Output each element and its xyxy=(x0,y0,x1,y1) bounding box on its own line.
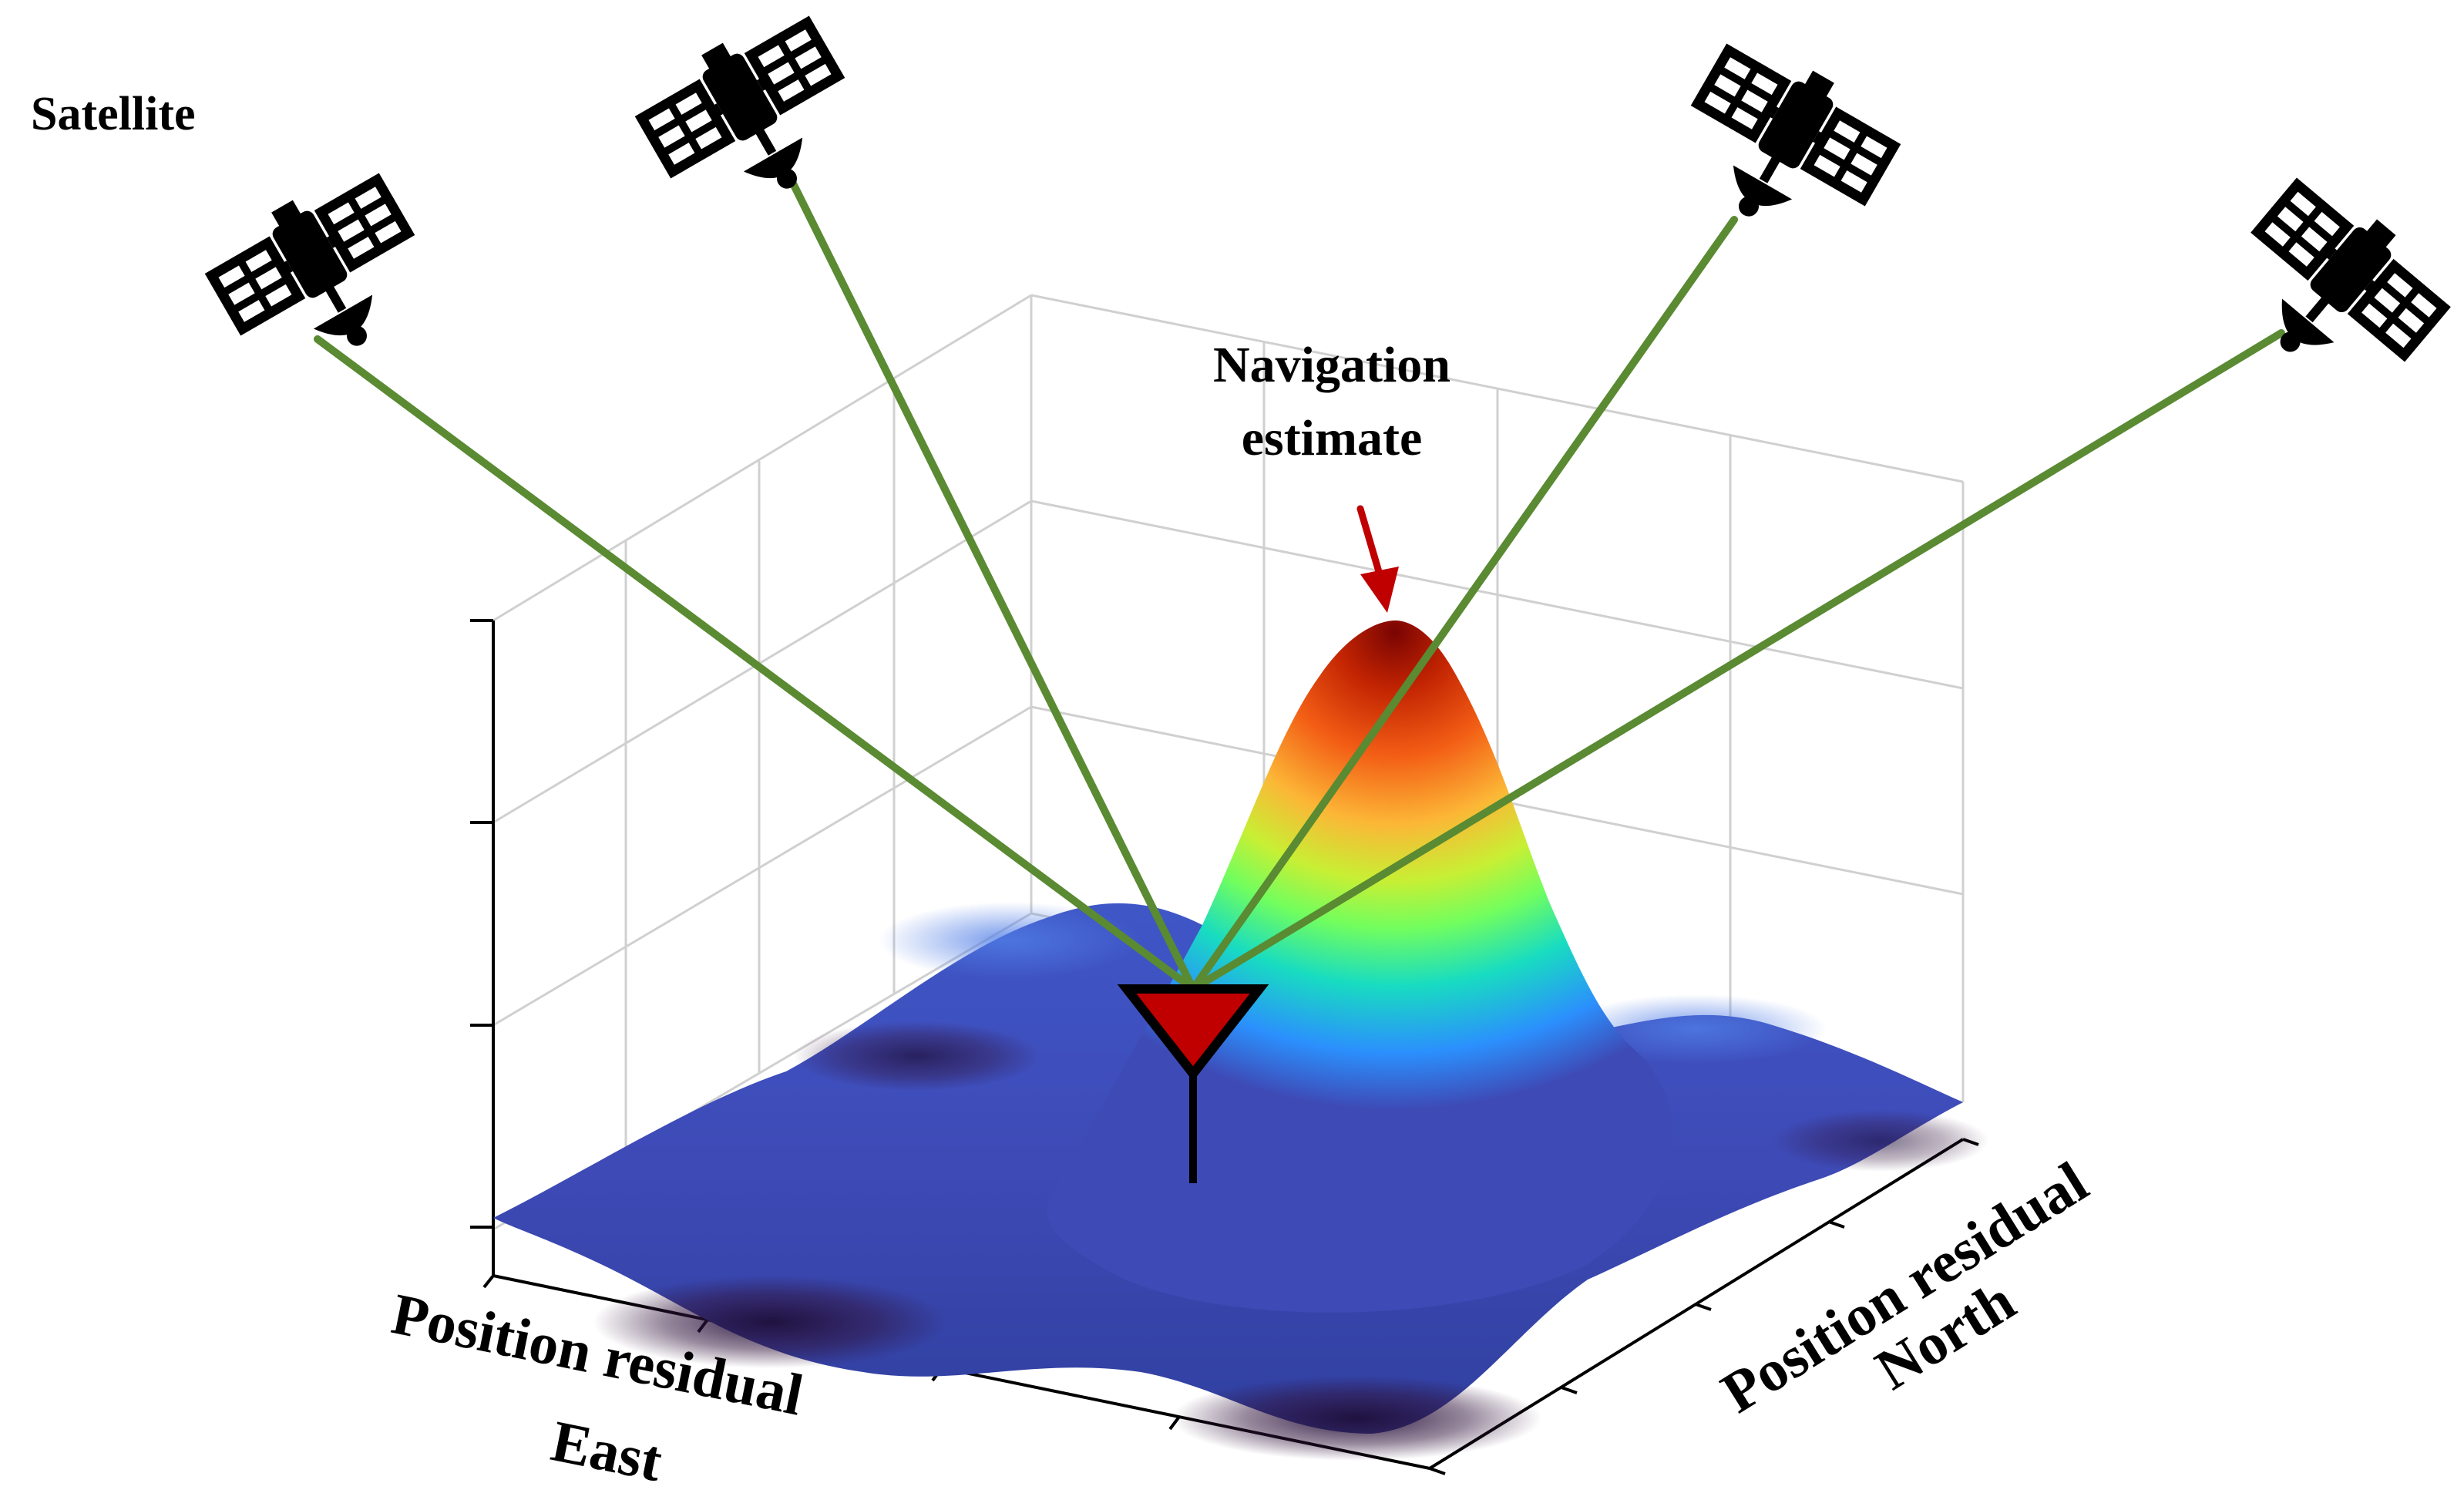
navigation-estimate-label-line1: Navigation xyxy=(1213,337,1450,393)
satellite-label: Satellite xyxy=(31,88,196,140)
red-arrow-icon xyxy=(1356,505,1399,613)
link-line-4 xyxy=(1189,329,2285,993)
satellite-icon xyxy=(630,2,875,235)
navigation-estimate-label-line2: estimate xyxy=(1242,410,1423,466)
link-line-1 xyxy=(314,335,1197,993)
east-axis-label-line2: East xyxy=(546,1408,667,1494)
antenna-receiver-icon xyxy=(1117,984,1269,1183)
likelihood-surface xyxy=(493,621,1988,1461)
satellite-icon xyxy=(1661,29,1906,263)
satellite-links xyxy=(314,173,2285,993)
link-line-3 xyxy=(1189,216,1738,993)
satellite-icon xyxy=(200,159,445,392)
link-line-2 xyxy=(786,173,1197,993)
satellite-icon xyxy=(2210,166,2459,411)
